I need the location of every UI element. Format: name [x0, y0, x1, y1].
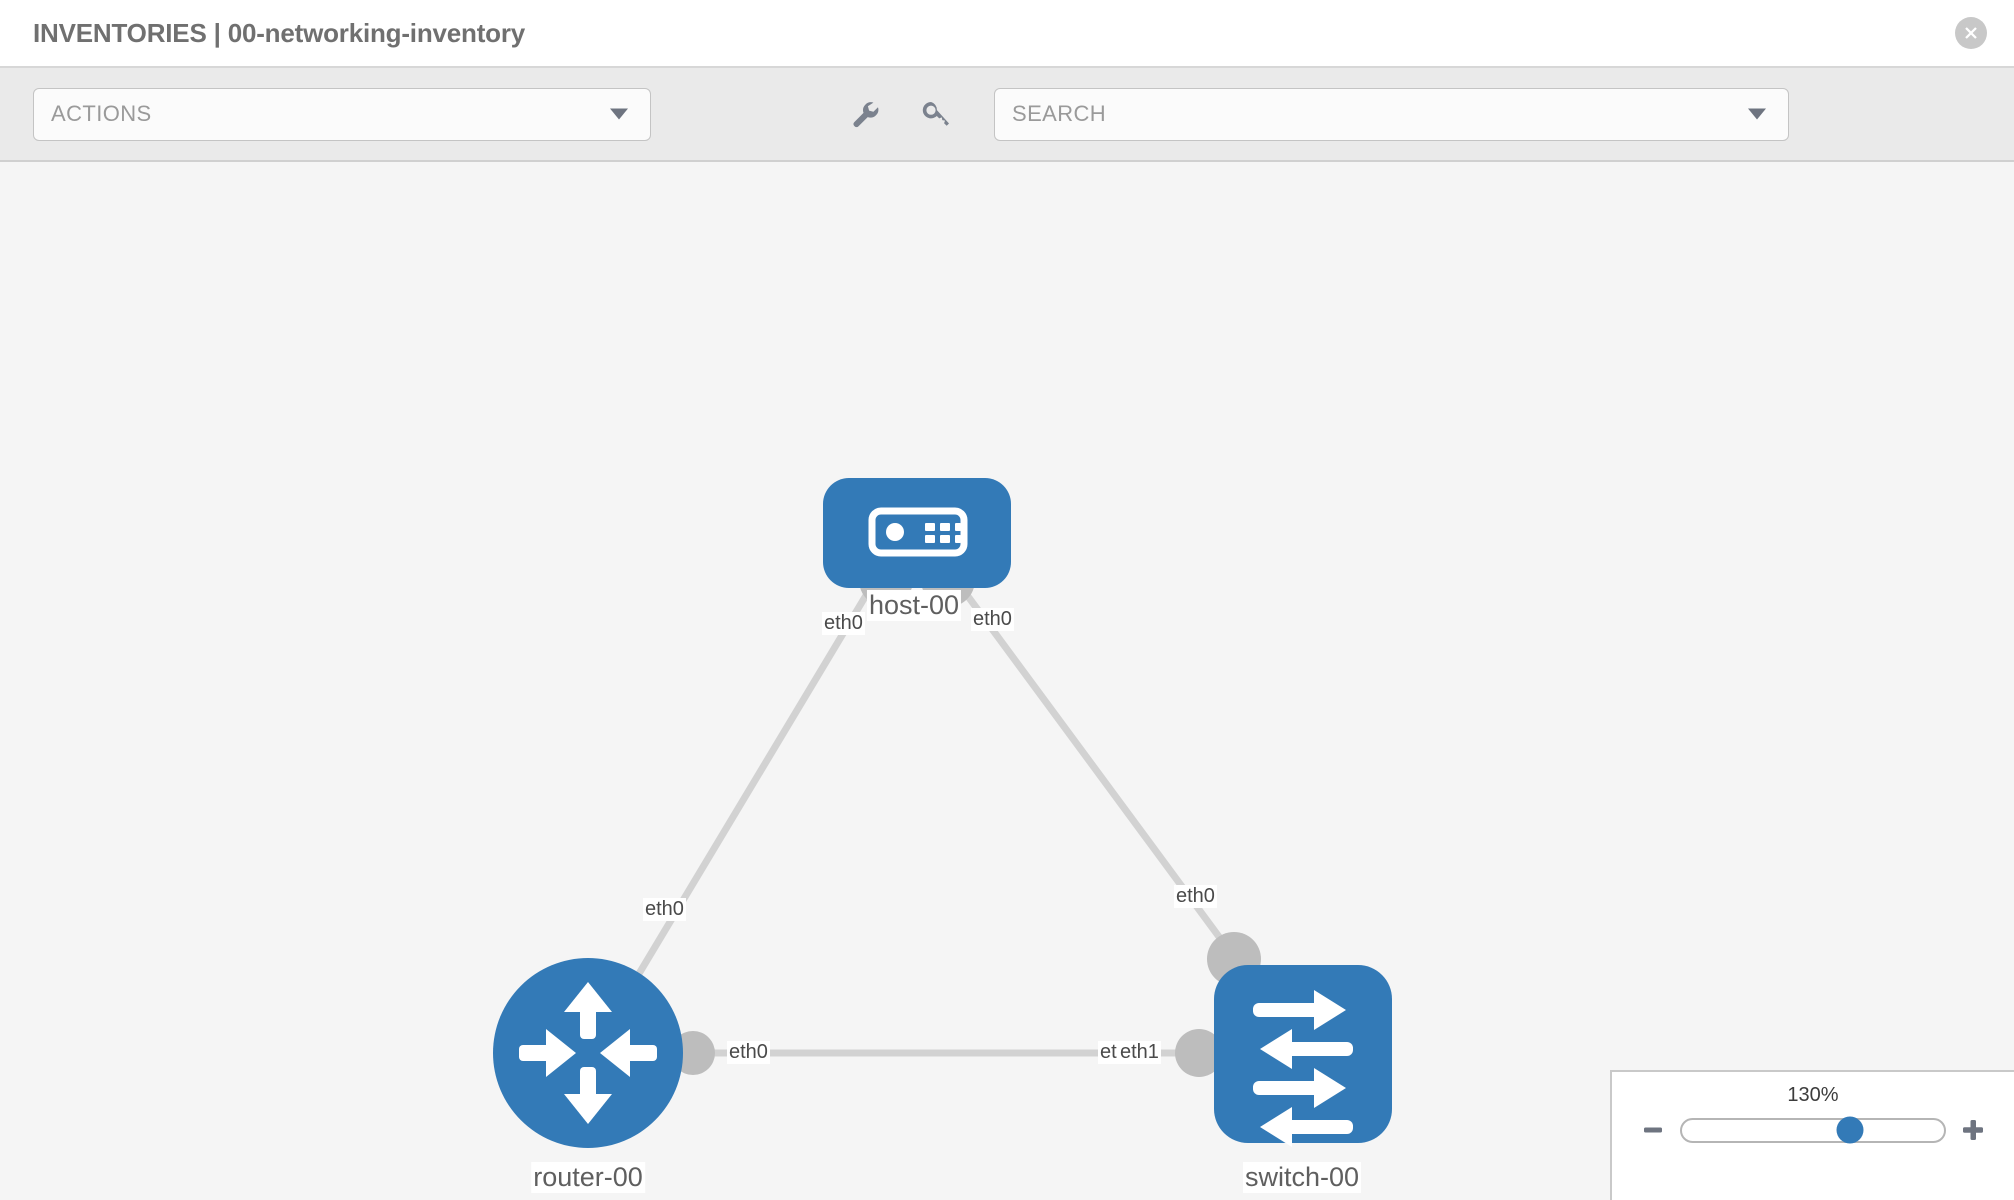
iface-label: eth1 — [1118, 1041, 1161, 1064]
page-title: INVENTORIES | 00-networking-inventory — [33, 17, 526, 48]
zoom-slider-track[interactable] — [1680, 1116, 1946, 1144]
edge-host00-switch00[interactable] — [947, 569, 1248, 975]
node-label-switch-00: switch-00 — [1242, 1162, 1362, 1194]
actions-dropdown-label: ACTIONS — [51, 101, 152, 126]
router-arrows-icon — [519, 982, 657, 1124]
search-placeholder: SEARCH — [1012, 101, 1107, 126]
zoom-level-value: 130% — [1787, 1084, 1839, 1106]
iface-label: eth0 — [1174, 885, 1217, 908]
iface-label: eth0 — [822, 612, 865, 635]
page-header: INVENTORIES | 00-networking-inventory — [0, 0, 2014, 68]
actions-dropdown[interactable]: ACTIONS — [33, 87, 651, 141]
zoom-slider-row — [1612, 1116, 2014, 1144]
zoom-slider-thumb[interactable] — [1836, 1116, 1864, 1144]
topology-connectors — [671, 553, 1261, 1077]
iface-label: eth0 — [643, 898, 686, 921]
topology-graph — [493, 478, 1392, 1148]
switch-arrows-icon — [1253, 990, 1353, 1147]
node-router-00[interactable] — [493, 958, 683, 1148]
chevron-down-icon — [610, 108, 628, 120]
server-icon — [868, 507, 968, 557]
key-icon[interactable] — [916, 95, 954, 133]
toolbar: ACTIONS SEARCH — [0, 68, 2014, 162]
chevron-down-icon[interactable] — [1748, 108, 1766, 120]
minus-icon[interactable] — [1640, 1117, 1666, 1143]
search-input[interactable]: SEARCH — [994, 87, 1789, 141]
wrench-icon[interactable] — [846, 95, 884, 133]
topology-canvas[interactable]: host-00 router-00 switch-00 eth0 eth0 et… — [0, 162, 2014, 1200]
plus-icon[interactable] — [1960, 1117, 1986, 1143]
node-host-00[interactable] — [823, 478, 1011, 588]
node-label-host-00: host-00 — [866, 590, 962, 622]
connector-nub — [1175, 1029, 1223, 1077]
close-icon[interactable] — [1955, 17, 1987, 49]
iface-label: eth0 — [971, 608, 1014, 631]
node-label-router-00: router-00 — [531, 1162, 645, 1194]
zoom-control-panel: 130% — [1610, 1070, 2014, 1200]
topology-edges — [606, 569, 1248, 1057]
node-switch-00[interactable] — [1214, 965, 1392, 1147]
iface-label: eth0 — [727, 1041, 770, 1064]
edge-host00-router00[interactable] — [606, 570, 884, 1024]
toolbar-icon-group — [846, 95, 954, 133]
